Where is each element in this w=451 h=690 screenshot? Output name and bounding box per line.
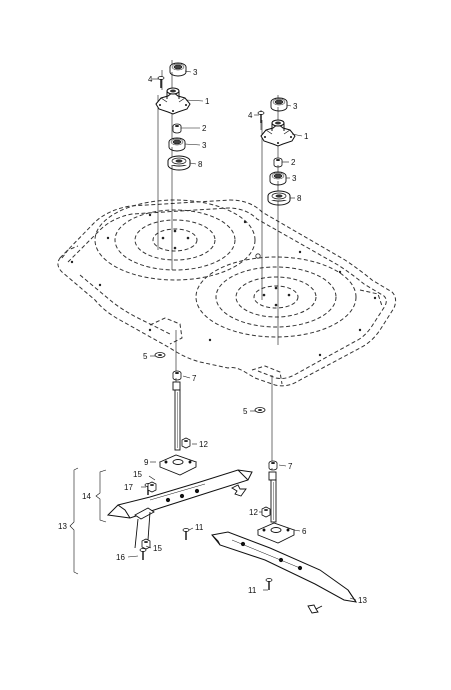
right-adapter-nut xyxy=(261,506,271,518)
callout-5: 5 xyxy=(243,407,248,416)
mower-deck xyxy=(57,199,397,387)
right-shaft-collar xyxy=(268,460,278,471)
callout-11: 11 xyxy=(248,586,257,595)
callout-3: 3 xyxy=(292,174,297,183)
callout-16: 16 xyxy=(116,553,125,562)
right-cutting-blade xyxy=(211,531,358,603)
callout-2: 2 xyxy=(291,158,296,167)
callout-15: 15 xyxy=(153,544,162,553)
callout-13: 13 xyxy=(358,596,367,605)
right-spindle-shaft xyxy=(268,471,277,523)
left-pulley xyxy=(167,155,191,171)
callout-4: 4 xyxy=(148,75,153,84)
left-top-bearing xyxy=(169,62,187,77)
left-blade-bracket xyxy=(134,507,155,549)
right-blade-bolt-11 xyxy=(265,577,273,591)
left-blade-adapter xyxy=(158,454,198,476)
right-blade-adapter xyxy=(256,522,296,544)
callout-12: 12 xyxy=(249,508,258,517)
left-lower-bearing xyxy=(168,137,186,152)
right-washer xyxy=(254,407,266,413)
callout-7: 7 xyxy=(192,374,197,383)
callout-3: 3 xyxy=(202,141,207,150)
left-shaft-collar xyxy=(172,370,182,381)
right-housing-screw xyxy=(257,110,265,124)
callout-6: 6 xyxy=(302,527,307,536)
callout-14: 14 xyxy=(82,492,91,501)
left-blade-bolt-16 xyxy=(139,547,147,561)
callout-1: 1 xyxy=(205,97,210,106)
left-cutting-blade xyxy=(106,469,253,519)
left-housing-screw xyxy=(157,75,165,89)
callout-7: 7 xyxy=(288,462,293,471)
left-blade-nut-15b xyxy=(141,538,151,550)
right-pulley xyxy=(267,190,291,206)
rotation-arrow-left xyxy=(231,484,247,497)
callout-13: 13 xyxy=(58,522,67,531)
left-spindle-stack xyxy=(155,62,191,171)
callout-8: 8 xyxy=(297,194,302,203)
callout-11: 11 xyxy=(195,523,204,532)
callout-3: 3 xyxy=(293,102,298,111)
callout-5: 5 xyxy=(143,352,148,361)
right-spindle-housing xyxy=(260,119,296,147)
right-spindle-stack xyxy=(257,97,296,206)
callout-12: 12 xyxy=(199,440,208,449)
callout-labels: 3 4 1 2 3 8 3 4 1 2 3 8 5 7 5 7 12 9 12 … xyxy=(58,68,367,605)
callout-17: 17 xyxy=(124,483,133,492)
callout-1: 1 xyxy=(304,132,309,141)
rotation-arrow-right xyxy=(307,604,323,614)
left-washer xyxy=(154,352,166,358)
callout-2: 2 xyxy=(202,124,207,133)
callout-4: 4 xyxy=(248,111,253,120)
callout-8: 8 xyxy=(198,160,203,169)
leader-lines xyxy=(69,70,357,601)
right-top-bearing xyxy=(270,97,288,112)
left-spindle-housing xyxy=(155,87,191,115)
left-blade-bolt-11 xyxy=(182,527,190,541)
deck-mounting-holes xyxy=(70,213,377,357)
left-blade-nut-15 xyxy=(147,481,157,493)
callout-3: 3 xyxy=(193,68,198,77)
left-adapter-nut xyxy=(181,437,191,449)
callout-15: 15 xyxy=(133,470,142,479)
left-spacer xyxy=(172,123,182,134)
left-spindle-shaft xyxy=(172,381,181,451)
callout-9: 9 xyxy=(144,458,149,467)
